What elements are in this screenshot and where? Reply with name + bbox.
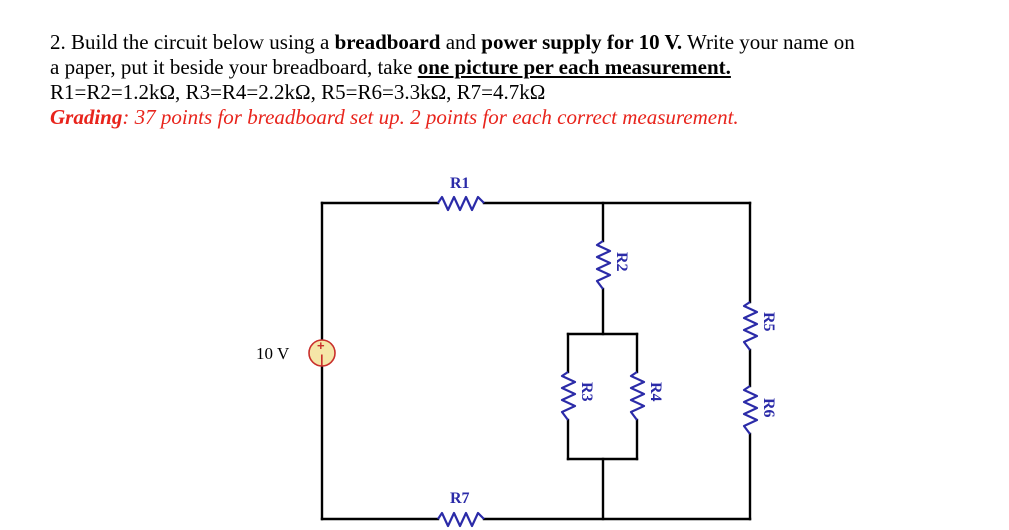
grading-label: Grading bbox=[50, 105, 123, 129]
problem-line-2: a paper, put it beside your breadboard, … bbox=[50, 55, 1000, 80]
problem-text-rest: Write your name on bbox=[682, 30, 855, 54]
resistor-r2-label: R2 bbox=[613, 252, 630, 272]
resistor-r5-label: R5 bbox=[760, 312, 777, 332]
resistor-r1-label: R1 bbox=[450, 175, 470, 192]
resistor-r4-label: R4 bbox=[647, 382, 664, 402]
resistor-r3: R3 bbox=[560, 371, 595, 421]
resistor-r3-symbol bbox=[560, 371, 577, 421]
picture-requirement-underlined: one picture per each measurement. bbox=[417, 55, 731, 79]
resistor-r6: R6 bbox=[742, 385, 777, 435]
problem-line-1: 2. Build the circuit below using a bread… bbox=[50, 30, 1000, 55]
voltage-source-circle bbox=[308, 339, 336, 367]
resistor-r7-symbol bbox=[437, 511, 485, 528]
power-supply-emphasis: power supply for 10 V. bbox=[481, 30, 683, 54]
resistor-r7: R7 bbox=[437, 490, 485, 528]
resistor-r1: R1 bbox=[437, 175, 485, 212]
resistor-r4: R4 bbox=[629, 371, 664, 421]
resistor-r7-label: R7 bbox=[450, 490, 470, 507]
grading-text: : 37 points for breadboard set up. 2 poi… bbox=[122, 105, 739, 129]
resistor-r2-symbol bbox=[595, 240, 612, 290]
grading-line: Grading: 37 points for breadboard set up… bbox=[50, 105, 1000, 130]
circuit-wires bbox=[320, 201, 752, 521]
voltage-source-minus: | bbox=[320, 352, 324, 367]
resistor-r6-label: R6 bbox=[760, 398, 777, 418]
breadboard-emphasis: breadboard bbox=[334, 30, 441, 54]
voltage-source-plus: + bbox=[317, 338, 325, 353]
problem-text-and: and bbox=[440, 30, 482, 54]
resistor-r2: R2 bbox=[595, 240, 630, 290]
resistor-r5: R5 bbox=[742, 301, 777, 351]
problem-text-intro: 2. Build the circuit below using a bbox=[50, 30, 335, 54]
resistor-r6-symbol bbox=[742, 385, 759, 435]
resistor-r5-symbol bbox=[742, 301, 759, 351]
problem-text-picture: a paper, put it beside your breadboard, … bbox=[50, 55, 418, 79]
resistor-values: R1=R2=1.2kΩ, R3=R4=2.2kΩ, R5=R6=3.3kΩ, R… bbox=[50, 80, 546, 104]
voltage-source-label: 10 V bbox=[256, 344, 290, 363]
resistor-r4-symbol bbox=[629, 371, 646, 421]
resistor-r3-label: R3 bbox=[578, 382, 595, 402]
problem-statement: 2. Build the circuit below using a bread… bbox=[50, 30, 1000, 130]
voltage-source: + | 10 V bbox=[256, 338, 336, 367]
resistor-r1-symbol bbox=[437, 195, 485, 212]
